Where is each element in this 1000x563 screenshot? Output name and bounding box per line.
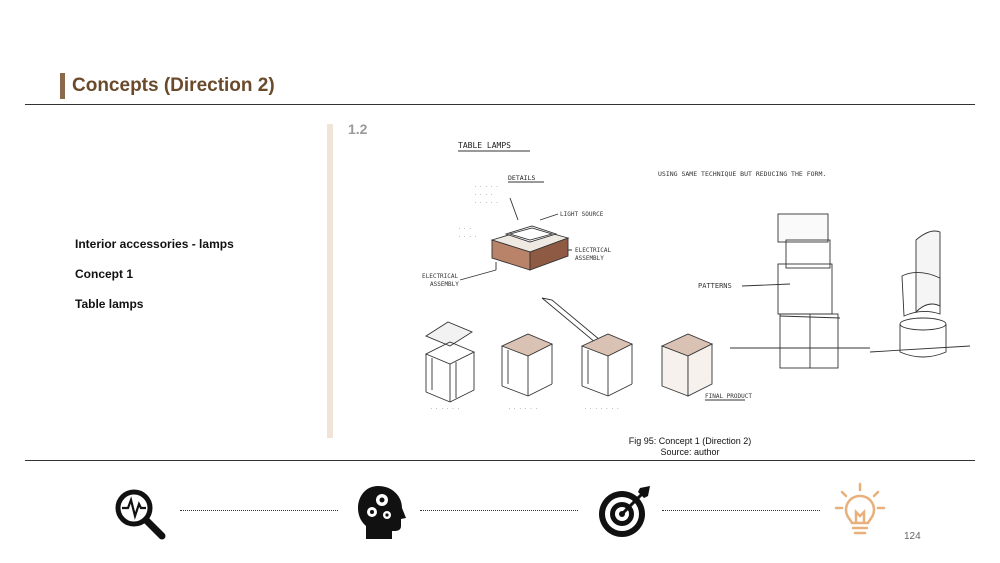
list-item-table-lamps: Table lamps <box>75 297 144 311</box>
svg-text:· · · · · · ·: · · · · · · · <box>584 407 619 412</box>
svg-text:· · · · · ·: · · · · · · <box>508 407 538 412</box>
title-accent-bar <box>60 73 65 99</box>
sketch-patterns: PATTERNS <box>698 282 732 290</box>
progress-connector <box>420 510 578 511</box>
sketch-light-source: LIGHT SOURCE <box>560 211 604 218</box>
sketch-assembly-2: ASSEMBLY <box>430 281 459 288</box>
sketch-details: DETAILS <box>508 174 535 182</box>
lightbulb-icon <box>834 482 886 535</box>
svg-text:· · · ·: · · · · <box>474 193 493 198</box>
sketch-electrical: ELECTRICAL <box>575 247 612 254</box>
svg-text:· · · ·: · · · · <box>458 235 477 240</box>
sketch-assembly: ASSEMBLY <box>575 255 604 262</box>
head-gears-icon <box>358 486 406 539</box>
sketch-final-product: FINAL PRODUCT <box>705 393 752 400</box>
sketch-note: USING SAME TECHNIQUE BUT REDUCING THE FO… <box>658 170 826 178</box>
svg-text:· · · · · ·: · · · · · · <box>430 407 460 412</box>
header-divider <box>25 104 975 105</box>
page-number: 124 <box>904 531 921 542</box>
figure-caption: Fig 95: Concept 1 (Direction 2) <box>628 436 752 446</box>
list-item-accessories: Interior accessories - lamps <box>75 237 234 251</box>
page-title: Concepts (Direction 2) <box>72 75 275 96</box>
footer-divider <box>25 460 975 461</box>
sketch-electrical-2: ELECTRICAL <box>422 273 459 280</box>
magnifier-pulse-icon <box>115 489 166 540</box>
svg-text:· · · · ·: · · · · · <box>474 185 498 190</box>
target-arrow-icon <box>599 486 650 537</box>
list-item-concept: Concept 1 <box>75 267 134 281</box>
concept-sketch: TABLE LAMPS DETAILS USING SAME TECHNIQUE… <box>422 141 971 412</box>
section-number: 1.2 <box>348 121 368 137</box>
svg-text:· · ·: · · · <box>458 227 472 232</box>
progress-connector <box>662 510 820 511</box>
section-accent-bar <box>327 124 333 438</box>
progress-connector <box>180 510 338 511</box>
figure-source: Source: author <box>660 447 720 457</box>
svg-text:· · · · ·: · · · · · <box>474 201 498 206</box>
sketch-heading: TABLE LAMPS <box>458 141 511 150</box>
